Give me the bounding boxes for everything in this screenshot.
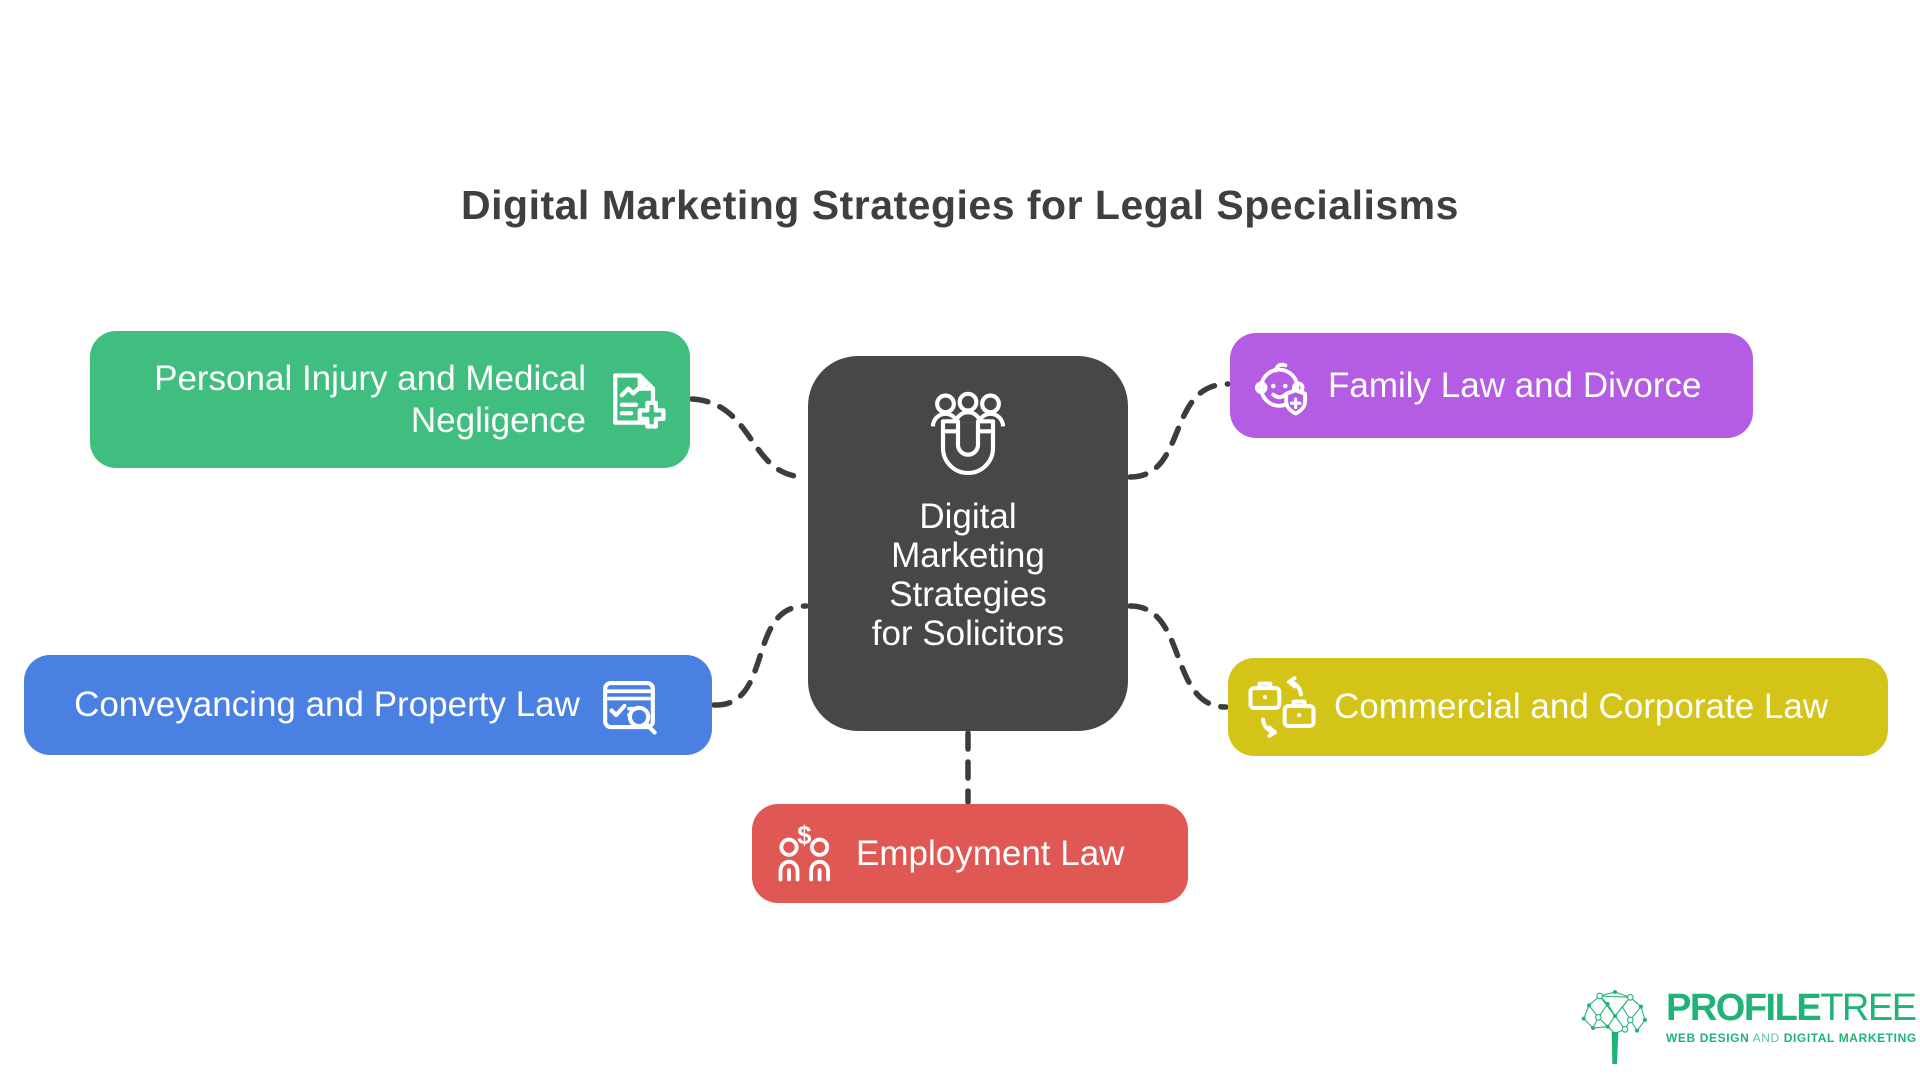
node-conveyancing-label: Conveyancing and Property Law — [74, 685, 580, 725]
profiletree-tagline: WEB DESIGN AND DIGITAL MARKETING — [1666, 1031, 1917, 1045]
node-commercial-label: Commercial and Corporate Law — [1334, 687, 1829, 727]
node-employment-label: Employment Law — [856, 833, 1125, 873]
central-node-label: Digital Marketing Strategies for Solicit… — [871, 497, 1065, 653]
connector-commercial — [1127, 603, 1229, 710]
child-protection-icon — [1250, 355, 1312, 417]
node-family-law: Family Law and Divorce — [1230, 333, 1753, 438]
connector-personal-injury — [689, 396, 809, 480]
property-search-icon — [596, 672, 662, 738]
page-title: Digital Marketing Strategies for Legal S… — [461, 182, 1459, 228]
profiletree-tree-icon — [1578, 988, 1652, 1073]
medical-report-icon — [602, 366, 670, 434]
business-exchange-icon — [1246, 674, 1318, 740]
profiletree-logo: PROFILETREE WEB DESIGN AND DIGITAL MARKE… — [1578, 988, 1917, 1073]
node-employment: $ Employment Law — [752, 804, 1188, 903]
svg-text:$: $ — [797, 823, 811, 850]
node-personal-injury: Personal Injury and Medical Negligence — [90, 331, 690, 468]
employee-salary-icon: $ — [772, 823, 840, 885]
node-personal-injury-label: Personal Injury and Medical Negligence — [154, 359, 586, 440]
connector-conveyancing — [711, 603, 809, 708]
central-node: Digital Marketing Strategies for Solicit… — [808, 356, 1128, 731]
node-family-law-label: Family Law and Divorce — [1328, 365, 1702, 405]
node-conveyancing: Conveyancing and Property Law — [24, 655, 712, 755]
magnet-audience-icon — [918, 390, 1018, 491]
connector-family-law — [1127, 381, 1231, 480]
profiletree-wordmark: PROFILETREE — [1666, 987, 1917, 1029]
node-commercial: Commercial and Corporate Law — [1228, 658, 1888, 756]
